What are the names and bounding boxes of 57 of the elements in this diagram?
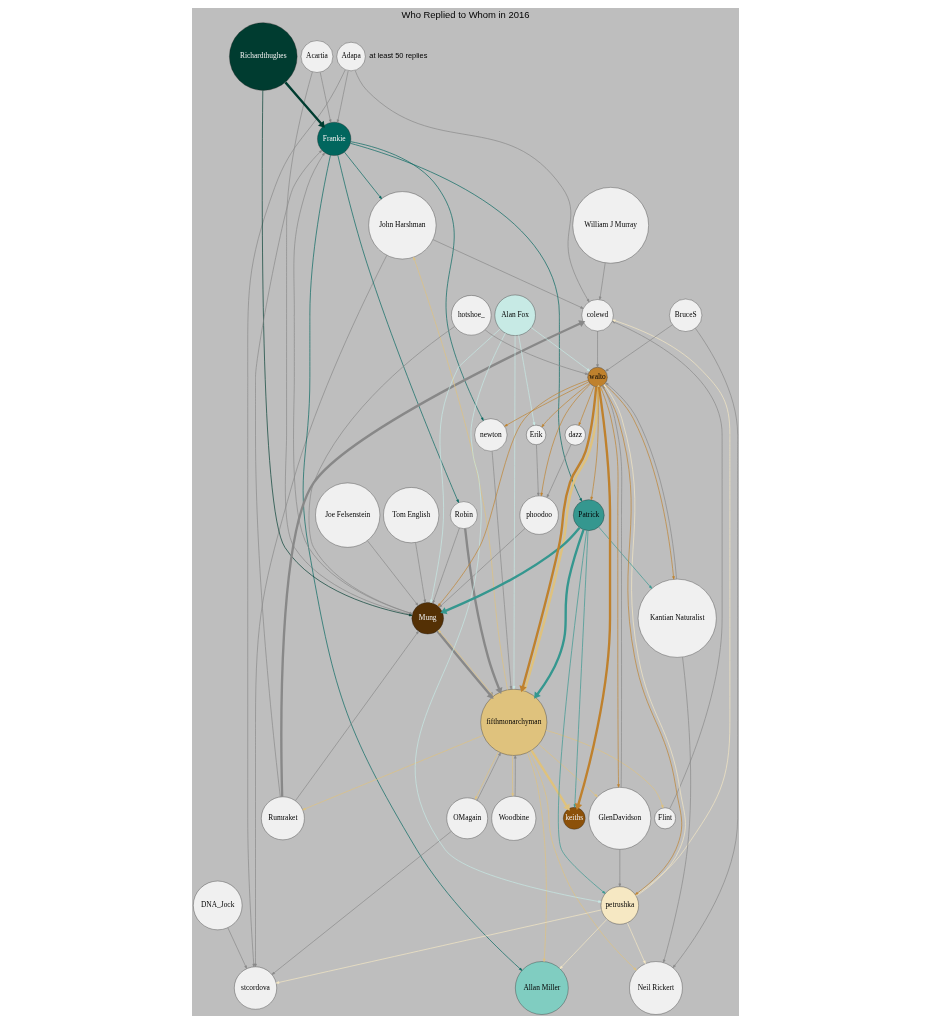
arrow xyxy=(662,656,691,963)
arrow xyxy=(336,70,349,123)
arrow xyxy=(367,540,419,606)
arrow xyxy=(511,755,514,797)
arrow xyxy=(432,527,460,604)
arrow xyxy=(415,542,427,603)
arrow xyxy=(354,70,590,303)
arrow xyxy=(559,918,608,969)
diagram-title: Who Replied to Whom in 2016 xyxy=(401,9,530,21)
arrow xyxy=(514,755,517,797)
arrow xyxy=(531,327,591,372)
arrow xyxy=(255,149,323,798)
arrow xyxy=(518,335,536,426)
arrow xyxy=(350,142,583,502)
arrow xyxy=(484,329,589,375)
arrow xyxy=(545,730,664,809)
arrow xyxy=(440,527,581,615)
arrow xyxy=(546,444,572,498)
arrow xyxy=(530,749,570,811)
arrow xyxy=(536,444,540,497)
arrow xyxy=(504,381,590,427)
arrow xyxy=(598,262,606,300)
arrow xyxy=(344,151,382,200)
arrow xyxy=(529,751,637,971)
arrow xyxy=(302,154,523,971)
arrow xyxy=(271,831,452,975)
arrow xyxy=(534,529,585,699)
arrow xyxy=(319,71,332,123)
arrow xyxy=(538,744,598,798)
arrow xyxy=(464,528,503,694)
arrow xyxy=(350,141,484,421)
arrow xyxy=(590,386,599,501)
arrow xyxy=(284,81,325,128)
arrow xyxy=(275,909,602,984)
arrow xyxy=(302,735,484,811)
arrow xyxy=(605,324,673,372)
arrow xyxy=(254,254,388,968)
arrow xyxy=(227,927,247,969)
arrow xyxy=(596,330,599,368)
arrow xyxy=(541,382,591,428)
arrow xyxy=(295,630,419,802)
arrow xyxy=(540,383,591,497)
arrow xyxy=(672,327,738,968)
arrow xyxy=(527,752,547,962)
arrow xyxy=(627,922,646,964)
arrow xyxy=(413,256,508,691)
arrow xyxy=(280,320,586,797)
arrow xyxy=(430,328,501,604)
arrow xyxy=(247,69,346,968)
arrow xyxy=(439,528,526,608)
arrow xyxy=(432,239,584,309)
arrow xyxy=(337,154,459,503)
arrow xyxy=(573,530,589,808)
arrow xyxy=(557,530,606,894)
arrow xyxy=(491,450,513,690)
arrow xyxy=(578,386,595,426)
arrow xyxy=(437,380,589,607)
